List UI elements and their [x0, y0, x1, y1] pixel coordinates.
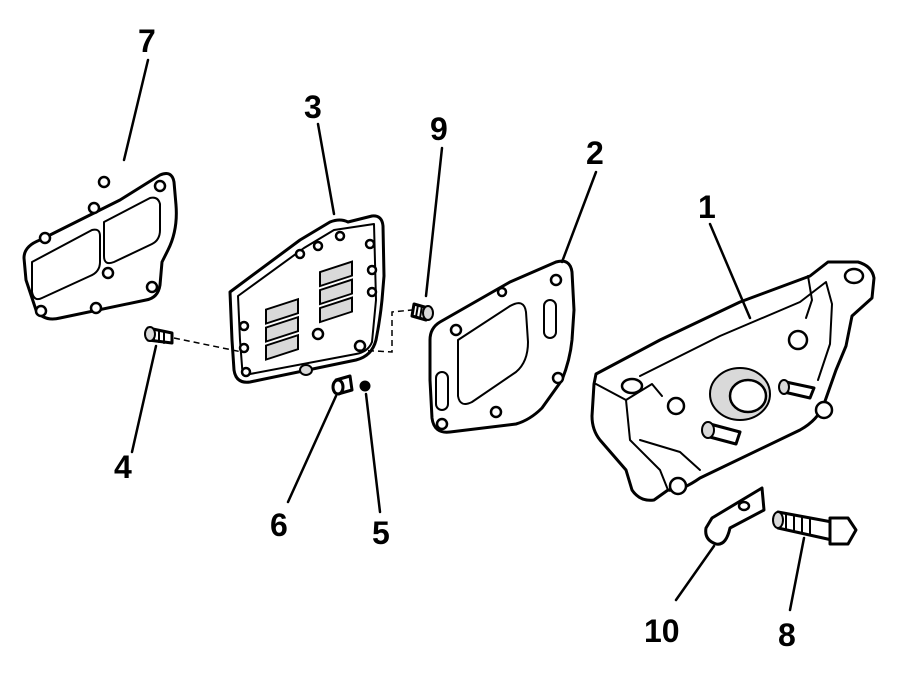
leader-8 — [788, 536, 806, 612]
leader-3 — [316, 122, 336, 216]
leader-9 — [424, 146, 444, 298]
part-2-gasket — [428, 259, 576, 434]
callout-1: 1 — [698, 189, 716, 225]
part-4-screw — [144, 326, 174, 345]
callout-6: 6 — [270, 507, 288, 543]
part-8-bolt — [772, 510, 858, 546]
part-6-dowel — [331, 374, 354, 396]
part-5-nut — [359, 380, 371, 392]
part-10-clip — [704, 486, 766, 546]
callout-8: 8 — [778, 617, 796, 653]
leader-1 — [708, 222, 752, 320]
alignment-line-right — [357, 309, 413, 353]
callout-7: 7 — [138, 23, 156, 59]
part-1-housing — [590, 260, 876, 502]
callout-10: 10 — [644, 613, 680, 649]
leader-5 — [364, 392, 382, 514]
leader-2 — [560, 170, 598, 264]
leader-6 — [286, 394, 338, 504]
callout-3: 3 — [304, 89, 322, 125]
callout-4: 4 — [114, 449, 132, 485]
leader-4 — [130, 344, 158, 454]
callout-5: 5 — [372, 515, 390, 551]
callout-9: 9 — [430, 111, 448, 147]
leader-10 — [674, 544, 716, 602]
part-3-reed-plate — [228, 214, 386, 384]
part-9-screw — [410, 302, 434, 322]
part-7-gasket — [22, 172, 178, 321]
alignment-line-left — [173, 337, 243, 353]
leader-7 — [122, 58, 150, 162]
callout-2: 2 — [586, 135, 604, 171]
